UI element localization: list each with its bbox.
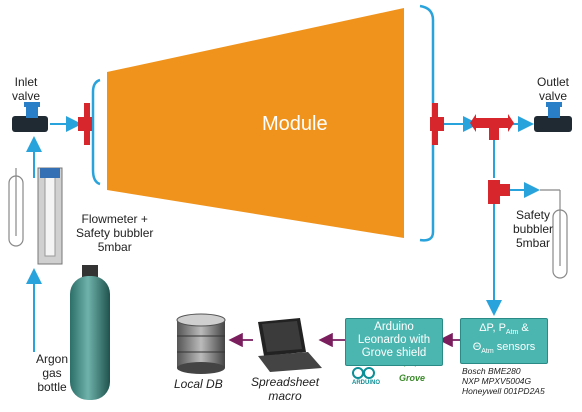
database-icon [176,313,226,374]
inlet-valve-icon [12,102,48,132]
spreadsheet-label-line2: macro [268,389,302,403]
arduino-box-line1: Arduino [374,321,414,333]
outlet-valve-label-line1: Outlet [537,75,570,89]
spreadsheet-label-line1: Spreadsheet [251,375,320,389]
sensors-parts: Bosch BME280 NXP MPXV5004G Honeywell 001… [462,366,545,396]
safety-bubbler-label-line1: Safety [516,208,551,222]
sensors-title-line1: ΔP, PAtm & [479,322,529,337]
sensor-part-2: NXP MPXV5004G [462,376,532,386]
safety-bubbler-label: Safety bubbler 5mbar [513,208,553,250]
tee-connectors [78,103,514,204]
arduino-box-line2: Leonardo with [357,334,431,346]
arduino-logo-text: ARDUINO [352,380,380,386]
outlet-valve-label-line2: valve [539,89,568,103]
gas-bottle-icon [70,265,110,400]
module-inlet-bracket [91,78,101,186]
left-bubbler-tube-icon [8,168,24,247]
sensor-part-3: Honeywell 001PD2A5 [462,386,545,396]
outlet-valve-icon [534,102,572,132]
spreadsheet-label: Spreadsheet macro [251,375,319,403]
safety-bubbler-label-line2: bubbler [513,222,554,236]
sensor-part-1: Bosch BME280 [462,366,521,376]
sensors-box: ΔP, PAtm & ΘAtm sensors [460,318,548,364]
laptop-icon [258,318,322,372]
inlet-valve-label: Inlet valve [12,75,40,103]
module-label: Module [262,113,328,135]
arduino-box-line3: Grove shield [361,347,427,359]
gas-lines [26,116,540,352]
sensors-title-line2: ΘAtm sensors [472,341,536,356]
flowmeter-label: Flowmeter + Safety bubbler 5mbar [76,212,153,254]
inlet-valve-label-line2: valve [12,89,41,103]
gas-bottle-label-line3: bottle [37,380,67,394]
gas-bottle-label-line2: gas [42,366,62,380]
right-bubbler-tube-icon [540,189,568,279]
local-db-label: Local DB [174,377,223,391]
module-shape [107,8,404,238]
gas-bottle-label-line1: Argon [36,352,69,366]
flowmeter-icon [37,167,63,265]
safety-bubbler-label-line3: 5mbar [516,236,551,250]
flowmeter-label-line3: 5mbar [97,240,132,254]
outlet-valve-label: Outlet valve [537,75,569,103]
arduino-box: Arduino Leonardo with Grove shield [345,318,443,366]
flowmeter-label-line1: Flowmeter + [81,212,148,226]
inlet-valve-label-line1: Inlet [14,75,38,89]
flowmeter-label-line2: Safety bubbler [76,226,154,240]
arduino-logo-icon [352,367,375,379]
grove-logo-text: Grove [399,373,426,383]
gas-bottle-label: Argon gas bottle [36,352,68,394]
